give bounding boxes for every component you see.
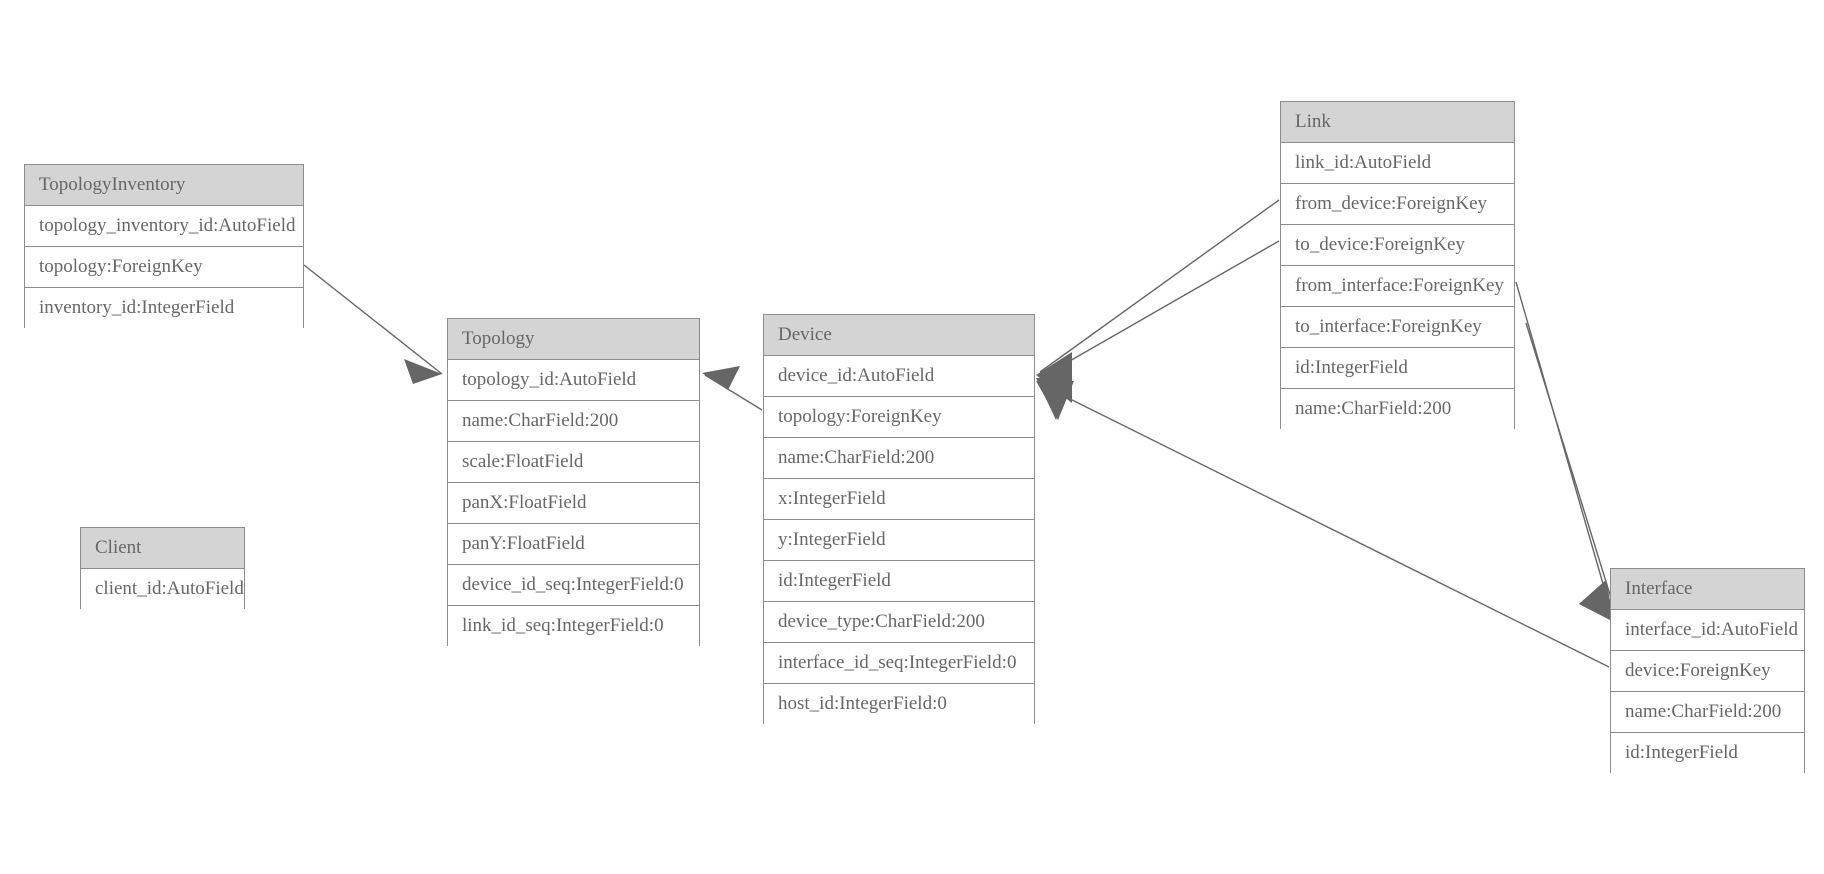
entity-interface-field: device:ForeignKey bbox=[1611, 651, 1804, 692]
entity-interface-field: interface_id:AutoField bbox=[1611, 610, 1804, 651]
entity-topology-field: name:CharField:200 bbox=[448, 401, 699, 442]
entity-topology-field: device_id_seq:IntegerField:0 bbox=[448, 565, 699, 606]
relation-arrowhead-icon bbox=[404, 359, 442, 384]
entity-link-field: to_device:ForeignKey bbox=[1281, 225, 1514, 266]
entity-topology-field: link_id_seq:IntegerField:0 bbox=[448, 606, 699, 647]
relation-link-to-interface bbox=[1525, 322, 1617, 622]
entity-topology-title: Topology bbox=[448, 319, 699, 360]
relation-device-topology bbox=[702, 366, 763, 411]
entity-link-field: link_id:AutoField bbox=[1281, 143, 1514, 184]
relation-line bbox=[704, 374, 763, 411]
relation-line bbox=[303, 264, 443, 375]
entity-link-field: from_interface:ForeignKey bbox=[1281, 266, 1514, 307]
entity-link-title: Link bbox=[1281, 102, 1514, 143]
relation-link-from-device bbox=[1036, 199, 1280, 403]
entity-topology-field: panY:FloatField bbox=[448, 524, 699, 565]
relation-topologyinventory-topology bbox=[303, 264, 443, 384]
entity-device-field: device_type:CharField:200 bbox=[764, 602, 1034, 643]
entity-interface-field: id:IntegerField bbox=[1611, 733, 1804, 774]
entity-device-field: interface_id_seq:IntegerField:0 bbox=[764, 643, 1034, 684]
entity-topologyinventory-field: topology:ForeignKey bbox=[25, 247, 303, 288]
entity-device-field: device_id:AutoField bbox=[764, 356, 1034, 397]
entity-device-title: Device bbox=[764, 315, 1034, 356]
entity-device-field: x:IntegerField bbox=[764, 479, 1034, 520]
relation-arrowhead-icon bbox=[1036, 352, 1072, 403]
relation-arrowhead-icon bbox=[1579, 580, 1614, 622]
entity-link-field: to_interface:ForeignKey bbox=[1281, 307, 1514, 348]
entity-device-field: name:CharField:200 bbox=[764, 438, 1034, 479]
entity-link-field: id:IntegerField bbox=[1281, 348, 1514, 389]
entity-topologyinventory-field: topology_inventory_id:AutoField bbox=[25, 206, 303, 247]
entity-device-field: id:IntegerField bbox=[764, 561, 1034, 602]
entity-device-field: topology:ForeignKey bbox=[764, 397, 1034, 438]
relation-arrowhead-icon bbox=[1036, 381, 1074, 420]
relation-link-from-interface bbox=[1515, 281, 1614, 622]
relation-link-to-device bbox=[1036, 240, 1280, 420]
entity-link-field: name:CharField:200 bbox=[1281, 389, 1514, 430]
entity-topology-field: panX:FloatField bbox=[448, 483, 699, 524]
entity-client-field: client_id:AutoField bbox=[81, 569, 244, 610]
entity-client-title: Client bbox=[81, 528, 244, 569]
entity-topologyinventory-title: TopologyInventory bbox=[25, 165, 303, 206]
entity-interface-field: name:CharField:200 bbox=[1611, 692, 1804, 733]
relation-line bbox=[1039, 240, 1280, 379]
entity-device-field: host_id:IntegerField:0 bbox=[764, 684, 1034, 725]
entity-topology-field: scale:FloatField bbox=[448, 442, 699, 483]
relation-arrowhead-icon bbox=[702, 366, 740, 390]
entity-device-field: y:IntegerField bbox=[764, 520, 1034, 561]
entity-topology-field: topology_id:AutoField bbox=[448, 360, 699, 401]
entity-link-field: from_device:ForeignKey bbox=[1281, 184, 1514, 225]
relation-line bbox=[1525, 322, 1617, 615]
relation-line bbox=[1515, 281, 1613, 616]
entity-interface-title: Interface bbox=[1611, 569, 1804, 610]
relation-arrowhead-icon bbox=[1036, 378, 1072, 420]
relation-line bbox=[1039, 199, 1280, 373]
relation-arrowhead-icon bbox=[1579, 580, 1614, 622]
entity-topologyinventory-field: inventory_id:IntegerField bbox=[25, 288, 303, 329]
